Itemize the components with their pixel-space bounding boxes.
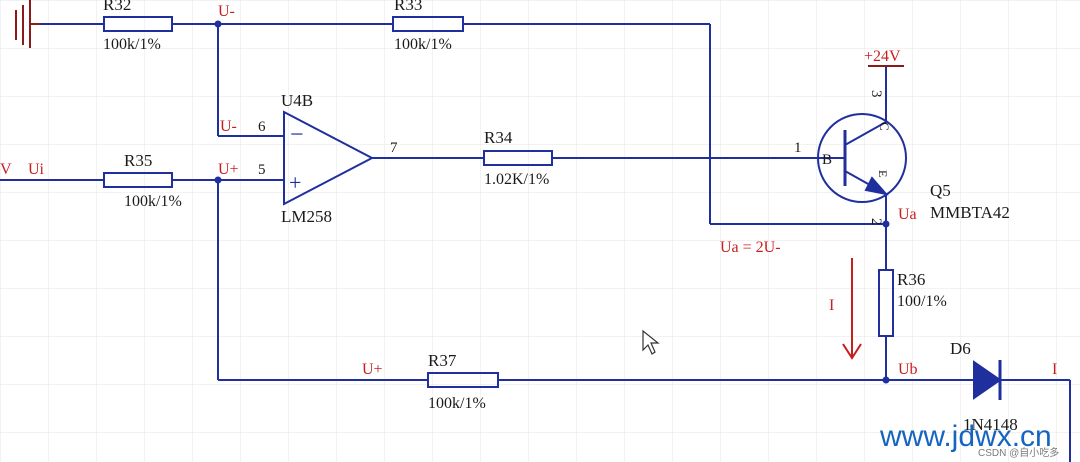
r34-value: 1.02K/1% [484, 171, 549, 188]
r33-body [392, 16, 464, 32]
opamp-symbol: − + [283, 110, 375, 206]
net-label-vcc: +24V [864, 48, 901, 65]
transistor-part: MMBTA42 [930, 203, 1010, 222]
r32-ref: R32 [103, 0, 131, 14]
r34-body [483, 150, 553, 166]
r35-body [103, 172, 173, 188]
wires [0, 23, 1071, 462]
net-label-ub: Ub [898, 361, 918, 378]
net-label-u-minus-top: U- [218, 3, 235, 20]
transistor-e-label: E [876, 170, 890, 177]
transistor-b-label: B [822, 152, 832, 168]
diode-ref: D6 [950, 339, 971, 358]
r34-ref: R34 [484, 128, 513, 147]
junction-dots [214, 20, 890, 384]
net-label-u-minus-in: U- [220, 118, 237, 135]
opamp-pin-6: 6 [258, 119, 266, 135]
r35-ref: R35 [124, 151, 152, 170]
r37-ref: R37 [428, 351, 457, 370]
annotation-equation: Ua = 2U- [720, 239, 781, 256]
net-label-ua: Ua [898, 206, 917, 223]
opamp-pin-5: 5 [258, 162, 266, 178]
current-arrow [842, 258, 862, 360]
resistor-bodies [103, 16, 894, 388]
diode-symbol [973, 360, 1002, 400]
mouse-cursor [642, 329, 660, 355]
opamp-minus-sign: − [290, 122, 304, 148]
r36-value: 100/1% [897, 293, 947, 310]
transistor-pin-collector: 3 [868, 90, 884, 98]
r37-value: 100k/1% [428, 395, 486, 412]
transistor-c-label: C [877, 122, 892, 131]
r32-value: 100k/1% [103, 36, 161, 53]
transistor-ref: Q5 [930, 181, 951, 200]
opamp-plus-sign: + [289, 170, 301, 195]
annotation-current: I [829, 297, 834, 314]
net-label-i-right: I [1052, 361, 1057, 378]
opamp-pin-7: 7 [390, 140, 398, 156]
net-label-ui: Ui [28, 161, 45, 178]
net-label-ui-prefix: V [0, 161, 12, 178]
ground-symbol [15, 0, 40, 48]
transistor-symbol [817, 113, 907, 203]
watermark-credit: CSDN @自小吃多 [978, 446, 1059, 459]
r33-ref: R33 [394, 0, 422, 14]
r36-ref: R36 [897, 270, 925, 289]
r37-body [427, 372, 499, 388]
watermark-site: www.jdwx.cn [879, 420, 1052, 453]
r35-value: 100k/1% [124, 193, 182, 210]
opamp-ref: U4B [281, 91, 313, 110]
r36-body [878, 269, 894, 337]
net-label-u-plus-bottom: U+ [362, 361, 383, 378]
transistor-pin-emitter: 2 [868, 218, 884, 226]
net-label-u-plus-in: U+ [218, 161, 239, 178]
r33-value: 100k/1% [394, 36, 452, 53]
diode-part: 1N4148 [963, 415, 1018, 434]
transistor-pin-base: 1 [794, 140, 802, 156]
r32-body [103, 16, 173, 32]
opamp-part: LM258 [281, 207, 332, 226]
